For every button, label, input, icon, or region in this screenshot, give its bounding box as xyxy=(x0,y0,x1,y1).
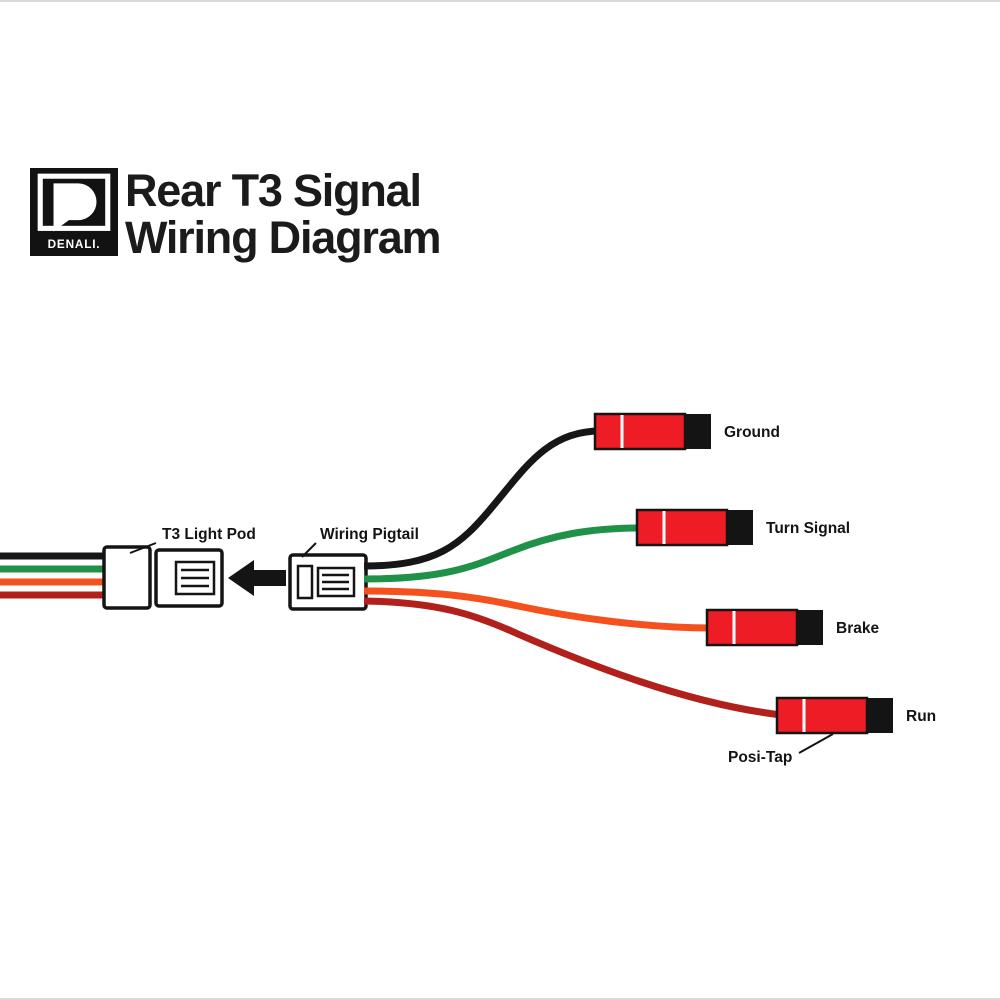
posi-tap-cap-run xyxy=(867,698,893,733)
denali-logo-d xyxy=(53,183,97,232)
denali-logo-text: DENALI. xyxy=(48,238,101,251)
page-title-line1: Rear T3 Signal xyxy=(125,165,422,216)
posi-tap-connector-brake: Brake xyxy=(705,608,879,647)
posi-tap-connector-turn-signal: Turn Signal xyxy=(635,508,850,547)
header: DENALI. Rear T3 Signal Wiring Diagram xyxy=(30,165,442,263)
turn-signal-wire xyxy=(363,524,643,583)
component-labels: T3 Light Pod Wiring Pigtail xyxy=(129,526,419,558)
posi-tap-cap-ground xyxy=(685,414,711,449)
frame-edge-bottom xyxy=(0,998,1000,1000)
wiring-pigtail-leader-line xyxy=(301,542,317,558)
brake-label: Brake xyxy=(836,620,879,637)
posi-tap-connector-run: Run xyxy=(775,696,936,735)
posi-tap-cap-brake xyxy=(797,610,823,645)
plug-direction-arrow xyxy=(228,560,286,596)
brake-wire xyxy=(363,587,713,632)
turn-signal-label: Turn Signal xyxy=(766,520,850,537)
page-title-line2: Wiring Diagram xyxy=(125,211,442,263)
wiring-pigtail-connector xyxy=(288,553,368,611)
denali-logo: DENALI. xyxy=(30,168,118,256)
run-wire xyxy=(363,597,783,719)
pigtail-fanout-wires xyxy=(363,427,783,719)
wiring-pigtail-label: Wiring Pigtail xyxy=(320,526,419,543)
page-title: Rear T3 Signal Wiring Diagram xyxy=(125,165,442,263)
posi-tap-cap-turn-signal xyxy=(727,510,753,545)
ground-wire xyxy=(363,427,601,570)
posi-tap-callout: Posi-Tap xyxy=(728,733,834,766)
frame-edge-top xyxy=(0,0,1000,2)
t3-light-pod-connector xyxy=(102,545,224,610)
run-label: Run xyxy=(906,708,936,725)
t3-pod-wire-bundle xyxy=(0,552,104,599)
posi-tap-leader-line xyxy=(798,733,834,754)
ground-label: Ground xyxy=(724,424,780,441)
denali-logo-mark: DENALI. xyxy=(30,168,118,256)
t3-light-pod-label: T3 Light Pod xyxy=(162,526,256,543)
posi-tap-label: Posi-Tap xyxy=(728,749,792,766)
posi-tap-connector-ground: Ground xyxy=(593,412,780,451)
t3-light-pod-leader-line xyxy=(129,542,157,554)
